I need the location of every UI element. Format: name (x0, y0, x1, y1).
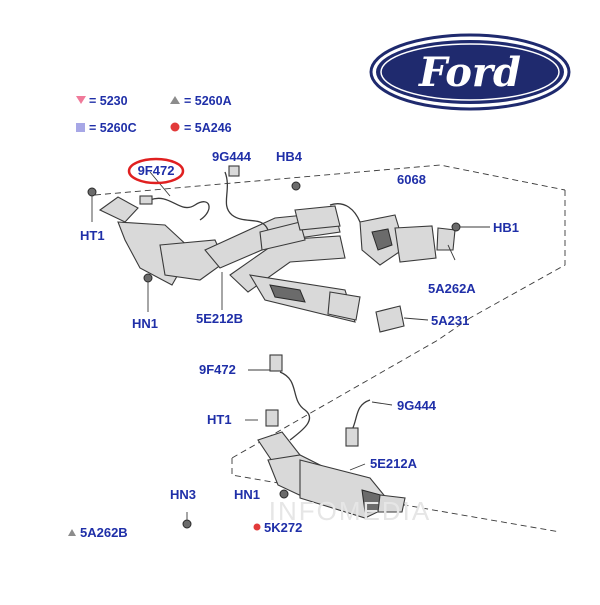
highlight-circle (127, 157, 185, 185)
triangle-up-icon (170, 96, 180, 104)
callout-9g444-top[interactable]: 9G444 (212, 149, 252, 164)
callout-6068[interactable]: 6068 (397, 172, 426, 187)
triangle-down-icon (76, 96, 86, 104)
callout-5a262a[interactable]: 5A262A (428, 281, 476, 296)
callout-hn1-left[interactable]: HN1 (132, 316, 158, 331)
callout-9f472-mid[interactable]: 9F472 (199, 362, 236, 377)
upper-exhaust-assembly (98, 196, 361, 323)
callout-9f472-top[interactable]: 9F472 (138, 163, 175, 178)
square-icon (76, 123, 85, 132)
lower-exhaust-assembly (182, 354, 406, 529)
triangle-up-icon (68, 529, 76, 536)
legend-5260c: = 5260C (89, 121, 137, 135)
callout-5k272[interactable]: 5K272 (264, 520, 302, 535)
legend: = 5230 = 5260A = 5260C = 5A246 (76, 94, 232, 135)
watermark: INFOMEDIA (269, 496, 431, 526)
callout-hn1-bottom[interactable]: HN1 (234, 487, 260, 502)
legend-5260a: = 5260A (184, 94, 232, 108)
upper-sensors (87, 165, 490, 312)
callout-5a262b[interactable]: 5A262B (80, 525, 128, 540)
callout-5e212a[interactable]: 5E212A (370, 456, 418, 471)
legend-5a246: = 5A246 (184, 121, 232, 135)
legend-5230: = 5230 (89, 94, 128, 108)
callout-ht1-mid[interactable]: HT1 (207, 412, 232, 427)
callout-hb1[interactable]: HB1 (493, 220, 519, 235)
callout-ht1-left[interactable]: HT1 (80, 228, 105, 243)
dashed-outlines (94, 164, 566, 533)
callout-9g444-mid[interactable]: 9G444 (397, 398, 437, 413)
callout-hn3[interactable]: HN3 (170, 487, 196, 502)
callout-5e212b[interactable]: 5E212B (196, 311, 243, 326)
callout-hb4[interactable]: HB4 (276, 149, 303, 164)
circle-icon (170, 122, 180, 132)
callout-5a231[interactable]: 5A231 (431, 313, 469, 328)
valve-assembly (329, 203, 456, 333)
circle-icon (253, 523, 261, 531)
logo-text: Ford (418, 49, 521, 96)
ford-logo: Ford (369, 33, 571, 111)
